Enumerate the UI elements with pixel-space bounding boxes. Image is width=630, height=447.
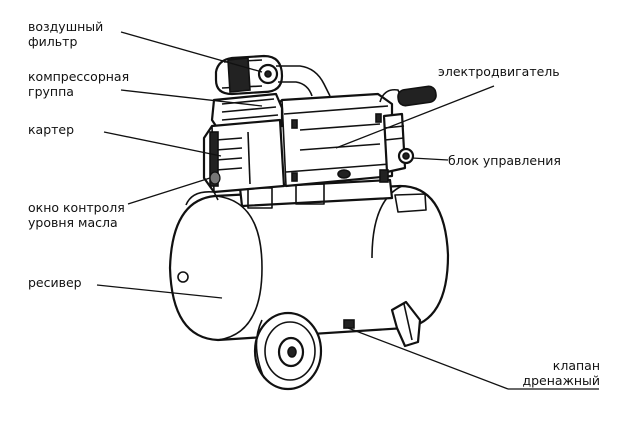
leader-compressor-group [120,89,263,107]
leader-air-filter [120,31,263,73]
motor [270,92,394,188]
leader-lines [96,31,599,390]
crankcase [202,118,286,194]
leader-receiver [96,284,223,299]
leader-oil-window [127,177,211,205]
drain-valve [343,319,355,329]
leader-motor [335,85,495,149]
label-control-unit: блок управления [448,153,561,168]
control-unit [379,112,415,183]
leader-drain-valve [347,327,509,390]
label-motor: электродвигатель [438,64,560,79]
label-drain-valve: клапан дренажный [522,358,600,388]
label-air-filter: воздушный фильтр [28,19,104,49]
label-oil-window: окно контроля уровня масла [28,200,125,230]
rear-foot [390,300,422,348]
label-receiver: ресивер [28,275,82,290]
wheel [253,311,323,391]
label-compressor-group: компрессорная группа [28,69,130,99]
label-crankcase: картер [28,122,75,137]
air-filter [214,54,331,97]
leader-crankcase [103,131,222,157]
leader-control-unit [411,157,449,161]
handle [379,85,437,107]
